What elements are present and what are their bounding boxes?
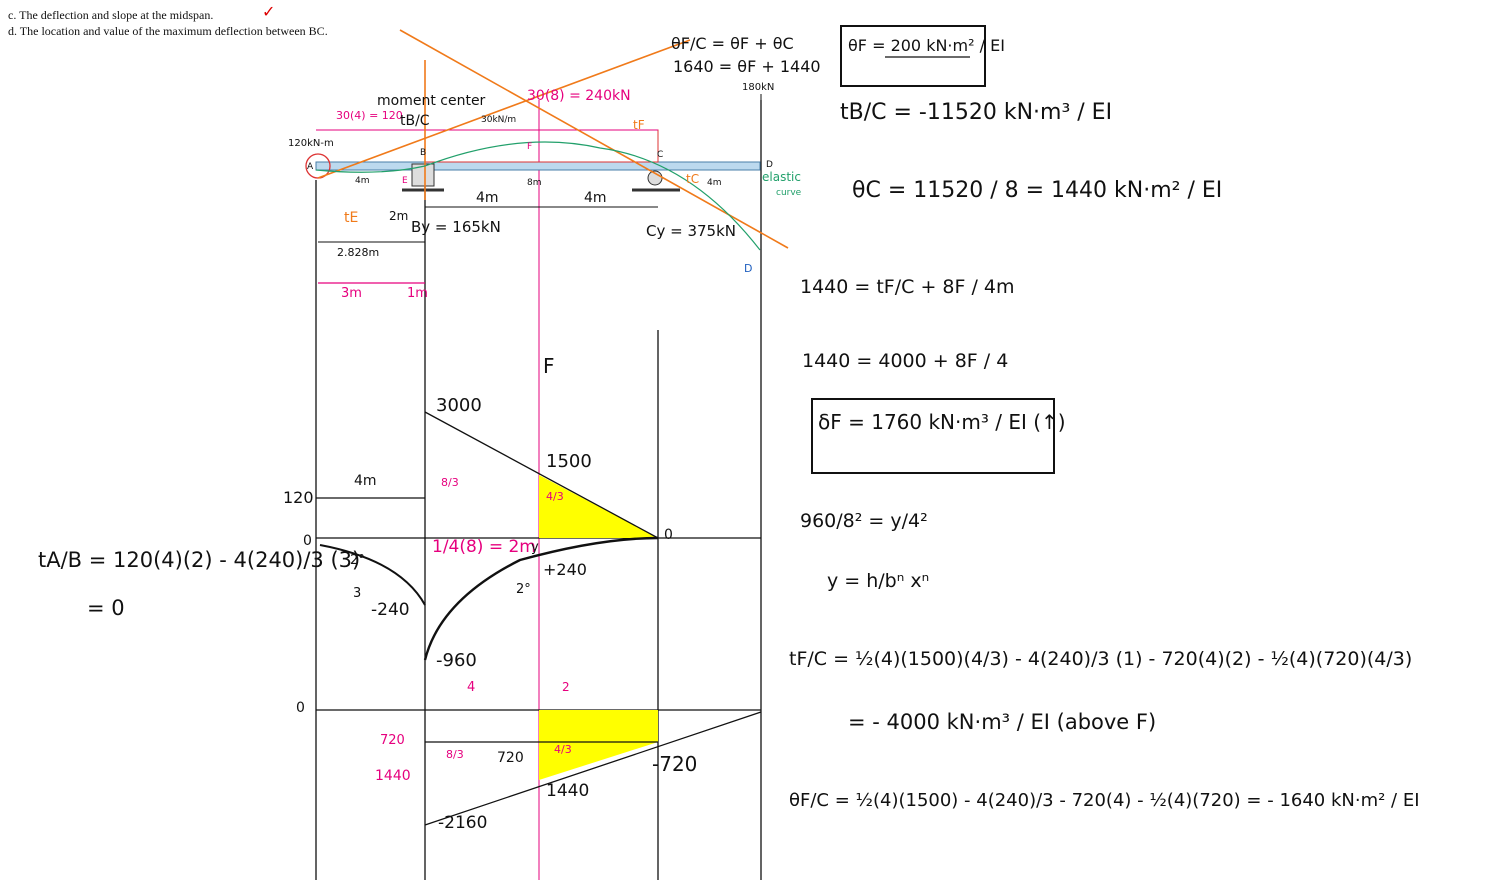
- val-720-b: 720: [497, 750, 524, 766]
- val-8-3-b: 8/3: [446, 748, 464, 761]
- val-4-3-b: 4/3: [554, 743, 572, 756]
- val-0-c: 0: [296, 700, 305, 716]
- point-load-label: 180kN: [742, 82, 775, 93]
- tbc-top-label: 30(4) = 120: [336, 109, 403, 122]
- theta-fc-eq-2: 1640 = θF + 1440: [673, 57, 821, 76]
- tangent-line-2: [317, 39, 691, 179]
- moment-load-label: 120kN-m: [288, 138, 334, 149]
- distributed-load-box: [424, 129, 659, 163]
- point-d-label: D: [766, 160, 773, 170]
- ratio-equation-2: y = h/bⁿ xⁿ: [827, 570, 930, 592]
- dim-3m-label: 3m: [341, 286, 362, 301]
- moment-curve-right: [423, 536, 659, 661]
- val-minus-2160: -2160: [438, 813, 488, 833]
- val-2deg-b: 2°: [516, 582, 531, 597]
- dim-2m-label: 2m: [389, 209, 409, 223]
- moment-curve-left: [319, 544, 426, 606]
- val-120: 120: [283, 488, 314, 507]
- eq-1440-a: 1440 = tF/C + 8F / 4m: [800, 276, 1015, 298]
- f-label: F: [543, 354, 555, 378]
- problem-line-d: d. The location and value of the maximum…: [8, 24, 328, 38]
- point-e-label: E: [402, 176, 408, 186]
- span-cd-label: 4m: [707, 178, 722, 188]
- val-2: 2: [562, 680, 570, 694]
- delta-f-box: [811, 398, 1055, 474]
- problem-line-c: c. The deflection and slope at the midsp…: [8, 8, 214, 22]
- elastic-curve-path: [315, 141, 761, 251]
- tc-label: tC: [686, 172, 700, 186]
- point-d-lower-label: D: [744, 262, 753, 275]
- val-4-3-a: 4/3: [546, 490, 564, 503]
- beam-bar: [315, 161, 761, 171]
- point-b-label: B: [420, 148, 427, 158]
- reaction-cy-label: Cy = 375kN: [646, 222, 736, 240]
- theta-c-equation: θC = 11520 / 8 = 1440 kN·m² / EI: [852, 178, 1223, 203]
- span-bc-label: 8m: [527, 178, 542, 188]
- theta-f-value: θF = 200 kN·m² / EI: [848, 36, 1005, 55]
- tangent-line-1: [399, 29, 789, 249]
- dim-2828-label: 2.828m: [337, 246, 380, 259]
- yellow-rect-bottom: [539, 710, 658, 780]
- left-eq-line-1: tA/B = 120(4)(2) - 4(240)/3 (3): [38, 548, 361, 572]
- load-240-label: 30(8) = 240kN: [527, 88, 631, 104]
- tfc-result: = - 4000 kN·m³ / EI (above F): [848, 710, 1157, 734]
- val-8-3-a: 8/3: [441, 476, 459, 489]
- moment-decline-line: [424, 411, 659, 539]
- theta-fc-equation: θF/C = ½(4)(1500) - 4(240)/3 - 720(4) - …: [789, 790, 1420, 811]
- dist-load-label: 30kN/m: [481, 115, 517, 125]
- val-1440-b: 1440: [546, 781, 590, 801]
- check-mark-icon: ✓: [262, 4, 276, 21]
- val-2deg-a: 2°: [350, 553, 365, 568]
- ratio-equation: 960/8² = y/4²: [800, 510, 928, 532]
- theta-fc-eq-1: θF/C = θF + θC: [671, 34, 794, 53]
- val-eq-2m: 1/4(8) = 2m: [432, 537, 536, 557]
- te-label: tE: [344, 210, 359, 226]
- val-3000: 3000: [436, 395, 482, 416]
- eq-1440-b: 1440 = 4000 + 8F / 4: [802, 350, 1009, 372]
- val-0-a: 0: [303, 533, 312, 549]
- val-plus-240: +240: [543, 560, 587, 579]
- val-minus-240: -240: [371, 600, 410, 620]
- val-y: y: [531, 540, 539, 555]
- dim-1m-label: 1m: [407, 286, 428, 301]
- bottom-decline-line: [424, 711, 762, 826]
- val-minus-960: -960: [436, 650, 477, 671]
- tbc-equation: tB/C = -11520 kN·m³ / EI: [840, 100, 1113, 125]
- moment-center-label: moment center: [377, 93, 486, 109]
- val-4: 4: [467, 680, 476, 695]
- point-a-label: A: [307, 162, 314, 172]
- tbc-label: tB/C: [400, 113, 430, 129]
- reaction-by-label: By = 165kN: [411, 218, 501, 236]
- point-f-label: F: [527, 142, 533, 152]
- tfc-equation: tF/C = ½(4)(1500)(4/3) - 4(240)/3 (1) - …: [789, 648, 1413, 670]
- support-b: [411, 163, 435, 187]
- val-1500: 1500: [546, 451, 592, 472]
- dim-4m-label-2: 4m: [584, 190, 607, 206]
- span-ab-label: 4m: [355, 176, 370, 186]
- elastic-label: elastic: [762, 170, 801, 184]
- val-1440-a: 1440: [375, 768, 411, 784]
- left-eq-line-2: = 0: [87, 596, 125, 620]
- val-3: 3: [353, 586, 362, 601]
- val-0-b: 0: [664, 527, 673, 543]
- tf-label: tF: [633, 118, 645, 132]
- dim-4m-label-1: 4m: [476, 190, 499, 206]
- val-minus-720: -720: [652, 752, 698, 776]
- val-720-a: 720: [380, 733, 405, 748]
- point-c-label: C: [657, 150, 664, 160]
- val-4m: 4m: [354, 473, 377, 489]
- curve-label: curve: [776, 188, 802, 198]
- delta-f-value: δF = 1760 kN·m³ / EI (↑): [818, 410, 1066, 434]
- theta-f-box: [840, 25, 986, 87]
